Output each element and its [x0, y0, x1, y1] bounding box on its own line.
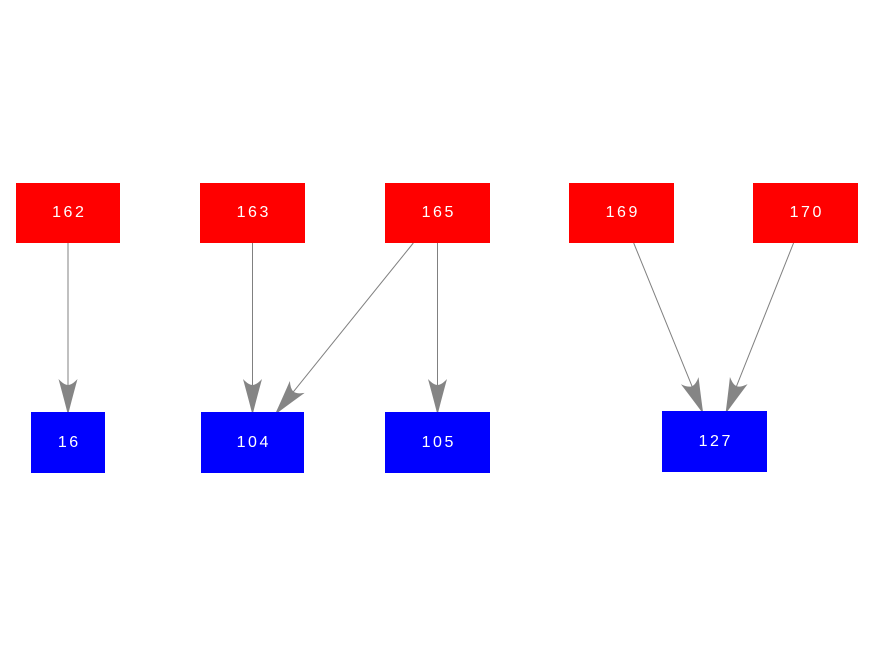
node-label: 163: [236, 204, 271, 221]
node-label: 169: [605, 204, 640, 221]
node-label: 162: [52, 204, 87, 221]
arrowhead-icon-162-16: [58, 379, 78, 415]
node-165: 165: [385, 183, 490, 243]
node-label: 105: [421, 433, 456, 451]
node-170: 170: [753, 183, 858, 243]
arrowhead-icon-163-104: [243, 379, 262, 415]
node-label: 104: [236, 433, 271, 451]
node-label: 127: [698, 432, 733, 450]
node-label: 16: [57, 433, 81, 451]
node-105: 105: [385, 412, 490, 473]
arrowhead-icon-165-105: [428, 379, 447, 415]
node-169: 169: [569, 183, 674, 243]
node-label: 170: [789, 204, 824, 221]
edge-165-104: [274, 242, 414, 416]
arrowhead-icon-169-127: [680, 377, 704, 414]
arrowhead-icon-165-104: [274, 381, 305, 415]
node-127: 127: [662, 411, 767, 472]
node-104: 104: [201, 412, 304, 473]
node-16: 16: [31, 412, 105, 473]
node-label: 165: [421, 204, 456, 221]
arrowhead-icon-170-127: [725, 377, 748, 414]
node-162: 162: [16, 183, 120, 243]
edge-170-127: [724, 242, 795, 415]
edge-169-127: [633, 242, 704, 415]
node-163: 163: [200, 183, 305, 243]
